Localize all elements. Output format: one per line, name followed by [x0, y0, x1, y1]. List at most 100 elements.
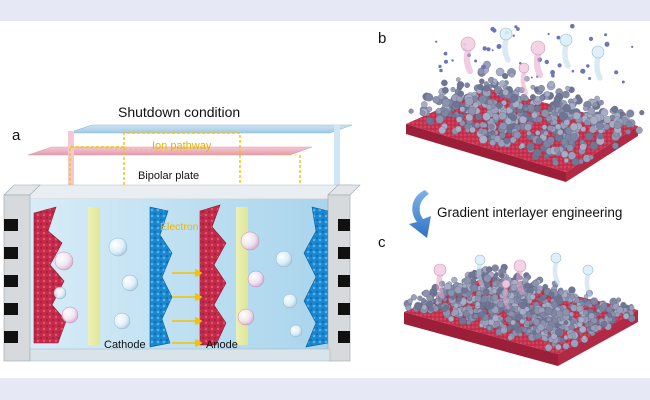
particle: [580, 126, 587, 132]
particle: [603, 123, 610, 131]
particle: [475, 113, 482, 121]
battery-schematic: a Shutdown condition Ion pathway Bipolar…: [3, 104, 390, 362]
bubble-trail: [463, 47, 474, 75]
particle: [519, 142, 526, 149]
particle: [594, 304, 600, 310]
particle: [495, 67, 505, 77]
particle: [488, 302, 495, 309]
particle: [488, 318, 495, 326]
floating-particle: [514, 25, 518, 29]
flow-tubes: [27, 124, 353, 191]
particle: [457, 90, 465, 97]
particle: [531, 111, 538, 119]
particle: [448, 315, 455, 322]
particle: [563, 320, 569, 326]
floating-particle: [621, 80, 625, 84]
particle: [486, 104, 493, 111]
particle: [589, 141, 599, 150]
particle: [414, 301, 423, 310]
particle: [587, 107, 596, 116]
particle: [582, 309, 589, 316]
particle: [455, 77, 461, 82]
particle: [463, 276, 472, 285]
particle: [523, 106, 529, 112]
particle: [513, 131, 522, 139]
particle: [522, 277, 529, 284]
floating-particle: [551, 73, 555, 78]
particle: [607, 316, 613, 322]
floating-particle: [496, 44, 502, 49]
floating-particle: [631, 45, 634, 48]
floating-particle: [557, 63, 562, 68]
particle: [464, 82, 470, 88]
particle: [497, 301, 504, 308]
bubbles: [53, 231, 303, 338]
particle: [588, 321, 594, 327]
transition-arrow-icon: [409, 190, 431, 238]
floating-particle: [571, 69, 575, 73]
particle: [481, 128, 488, 135]
particle: [546, 324, 554, 332]
particle: [517, 332, 523, 337]
particle: [596, 122, 604, 130]
particle: [562, 308, 570, 317]
particle: [529, 94, 536, 101]
particle: [466, 319, 472, 325]
particle: [493, 321, 500, 328]
particle: [581, 335, 587, 341]
particle: [451, 276, 458, 284]
particle: [492, 99, 498, 105]
particle: [496, 102, 503, 109]
particle: [566, 144, 574, 152]
particle: [503, 137, 510, 145]
cell-base: [29, 348, 331, 362]
particle: [478, 95, 488, 104]
particle: [442, 86, 449, 94]
floating-particle: [586, 64, 590, 68]
particle: [569, 122, 579, 131]
particle: [569, 294, 575, 300]
bubble: [474, 254, 486, 266]
bubble: [530, 40, 546, 56]
particle: [542, 294, 547, 300]
particle: [471, 278, 477, 283]
electrolyte-body: [30, 199, 330, 349]
floating-particle: [443, 51, 448, 56]
particle: [419, 110, 426, 116]
particle: [467, 296, 473, 302]
particle: [572, 111, 581, 120]
particle: [488, 123, 495, 130]
particle: [611, 105, 619, 113]
particle: [487, 99, 494, 106]
particle: [447, 289, 455, 297]
particle: [508, 112, 515, 119]
particle: [600, 302, 608, 310]
particle: [622, 313, 630, 320]
bubble: [499, 27, 513, 41]
end-plate-left: [3, 184, 41, 362]
floating-particle: [486, 47, 491, 52]
particle: [537, 84, 545, 93]
particle: [453, 101, 460, 109]
particle: [552, 119, 558, 126]
floating-particle: [570, 23, 575, 29]
particle: [483, 274, 492, 283]
particle: [615, 297, 622, 303]
particle: [536, 289, 542, 295]
particle: [462, 283, 467, 289]
particle: [426, 294, 434, 302]
particle: [546, 317, 552, 323]
particle: [507, 325, 512, 331]
particle: [539, 311, 546, 318]
particle: [544, 343, 553, 352]
red-electrode-center: [199, 204, 227, 346]
particle: [547, 106, 554, 112]
particle: [542, 283, 549, 290]
particle: [553, 95, 561, 103]
particle: [498, 132, 506, 139]
floating-particle: [439, 68, 443, 73]
particle: [594, 95, 600, 102]
particle: [492, 281, 498, 287]
particle: [509, 298, 515, 304]
